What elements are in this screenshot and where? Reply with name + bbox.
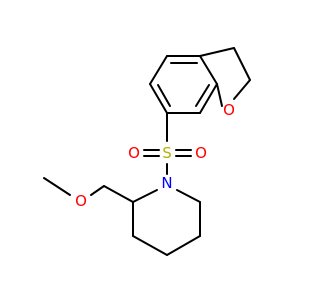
molecule-diagram: O S O O N O (43, 47, 251, 256)
nitrogen-label: N (161, 174, 172, 192)
bond-aromatic-inner (157, 84, 171, 107)
bond-aromatic (149, 55, 168, 85)
sulfonyl-oxygen-left-label: O (128, 144, 140, 162)
bond-single (216, 83, 223, 107)
bond-aromatic-inner (195, 84, 210, 107)
bond-single (199, 47, 235, 57)
bond-single (43, 177, 71, 196)
sulfur-label: S (162, 144, 172, 162)
bond-single (90, 185, 105, 196)
ether-oxygen-label: O (75, 192, 87, 210)
bond-single (233, 47, 251, 81)
bond-single (166, 235, 201, 256)
bond-single (132, 235, 168, 256)
bond-aromatic (199, 55, 218, 85)
bond-single (132, 189, 158, 203)
ring-oxygen-label: O (223, 101, 235, 119)
structure-drawing: O S O O N O (43, 47, 251, 256)
sulfonyl-oxygen-right-label: O (195, 144, 207, 162)
bond-aromatic (199, 83, 218, 114)
bond-aromatic (149, 83, 168, 114)
bond-single (176, 189, 201, 203)
bond-single (103, 185, 134, 203)
bond-single (233, 79, 251, 100)
